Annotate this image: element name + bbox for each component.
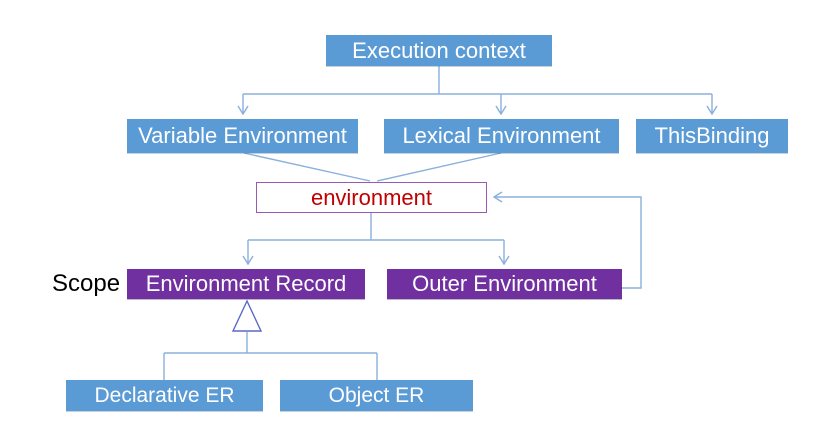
node-thisbinding: ThisBinding (636, 119, 788, 153)
edge-outer-loopback-to-environment (492, 191, 642, 289)
scope-label: Scope (52, 270, 121, 297)
node-declarative-er: Declarative ER (66, 380, 263, 411)
node-lexical-environment: Lexical Environment (384, 119, 619, 153)
node-environment-record: Environment Record (127, 269, 365, 299)
node-execution-context: Execution context (326, 35, 552, 66)
generalization-triangle (231, 299, 263, 332)
node-environment: environment (256, 182, 487, 213)
edge-variable-to-environment (243, 152, 371, 182)
node-variable-environment: Variable Environment (127, 119, 358, 153)
node-object-er: Object ER (280, 380, 473, 411)
node-outer-environment: Outer Environment (387, 269, 622, 299)
edge-lexical-to-environment (376, 152, 502, 182)
